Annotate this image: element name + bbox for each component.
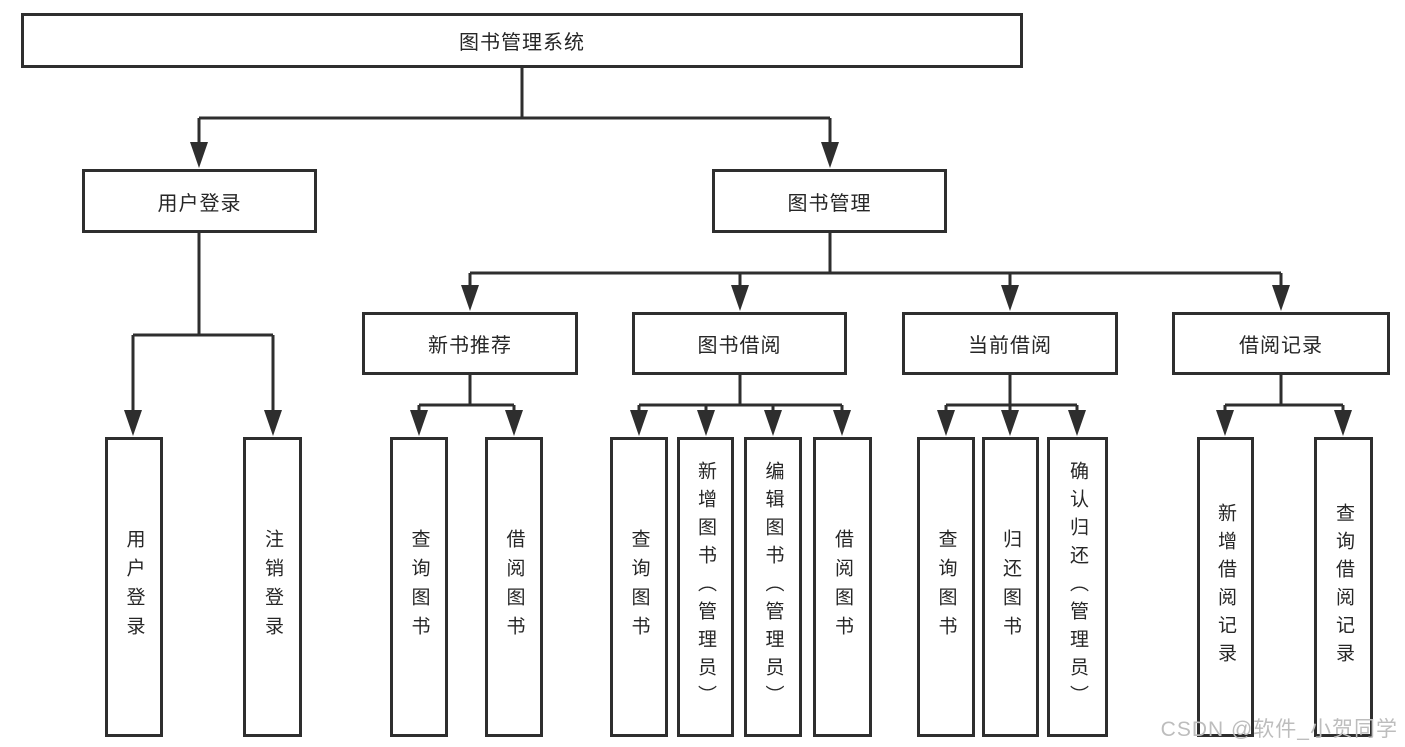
node-new-book-recommend: 新书推荐 — [362, 312, 578, 375]
node-user-login-leaf: 用户登录 — [105, 437, 163, 737]
node-current-borrowing: 当前借阅 — [902, 312, 1118, 375]
node-borrow-books-1: 借阅图书 — [485, 437, 543, 737]
node-root: 图书管理系统 — [21, 13, 1023, 68]
node-borrowing-records: 借阅记录 — [1172, 312, 1390, 375]
node-book-management: 图书管理 — [712, 169, 947, 233]
node-borrow-books-2: 借阅图书 — [813, 437, 872, 737]
node-return-books: 归还图书 — [982, 437, 1039, 737]
arrowheads — [124, 142, 1352, 436]
watermark: CSDN @软件_小贺同学 — [1160, 718, 1398, 741]
node-query-books-2: 查询图书 — [610, 437, 668, 737]
node-logout: 注销登录 — [243, 437, 302, 737]
node-query-books-3: 查询图书 — [917, 437, 975, 737]
node-edit-books-admin: 编辑图书（管理员） — [744, 437, 802, 737]
node-user-login: 用户登录 — [82, 169, 317, 233]
node-add-borrow-record: 新增借阅记录 — [1197, 437, 1254, 737]
node-book-borrowing: 图书借阅 — [632, 312, 847, 375]
node-confirm-return-admin: 确认归还（管理员） — [1047, 437, 1108, 737]
edge-lines — [131, 68, 1345, 412]
node-add-books-admin: 新增图书（管理员） — [677, 437, 734, 737]
node-query-borrow-record: 查询借阅记录 — [1314, 437, 1373, 737]
node-query-books-1: 查询图书 — [390, 437, 448, 737]
